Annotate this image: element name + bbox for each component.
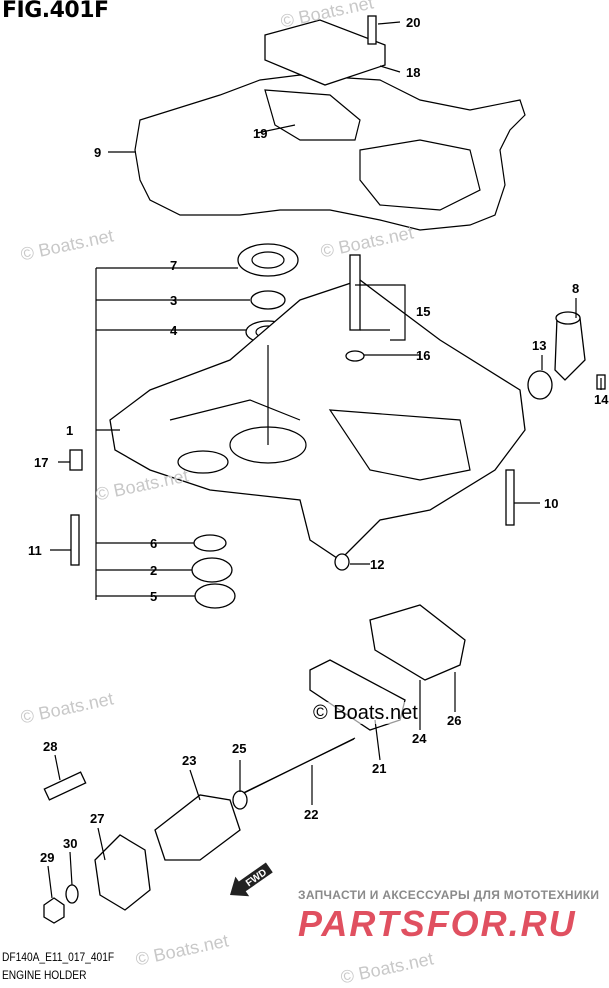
callout-11: 11: [28, 543, 42, 558]
washer-16: [345, 350, 365, 362]
bolt-20: [367, 15, 377, 45]
bolt-11: [70, 514, 80, 566]
callout-22: 22: [304, 807, 318, 822]
callout-15: 15: [416, 304, 430, 319]
holder-bore-small: [177, 450, 229, 474]
callout-28: 28: [43, 739, 57, 754]
mount-23: [154, 794, 241, 861]
bolt-10: [505, 469, 515, 526]
o-ring-13: [527, 370, 553, 400]
callout-13: 13: [532, 338, 546, 353]
callout-30: 30: [63, 836, 77, 851]
callout-19: 19: [253, 126, 267, 141]
diagram-name: ENGINE HOLDER: [2, 968, 87, 982]
gasket-inner: [264, 89, 481, 211]
washer-25: [232, 790, 248, 810]
callout-5: 5: [150, 589, 157, 604]
callout-17: 17: [34, 455, 48, 470]
callout-labels: 20 18 19 9 7 3 4 15 8 16 13 14 1 17 10 1…: [28, 15, 609, 865]
bolt-28: [43, 771, 87, 801]
figure-title: FIG.401F: [2, 0, 109, 23]
callout-16: 16: [416, 348, 430, 363]
callout-12: 12: [370, 557, 384, 572]
callout-21: 21: [372, 761, 386, 776]
callout-1: 1: [66, 423, 73, 438]
bracket-26: [369, 604, 466, 681]
diagram-code: DF140A_E11_017_401F: [2, 950, 115, 964]
seal-7: [237, 243, 299, 277]
callout-23: 23: [182, 753, 196, 768]
callout-29: 29: [40, 850, 54, 865]
ring-6: [193, 534, 227, 552]
seal-7-inner: [251, 251, 285, 269]
pin-12: [334, 553, 350, 571]
bolt-15: [349, 254, 361, 331]
callout-18: 18: [406, 65, 420, 80]
callout-7: 7: [170, 258, 177, 273]
engine-holder-1: [109, 279, 526, 561]
callout-2: 2: [150, 563, 157, 578]
promo-brand: PARTSFOR.RU: [298, 903, 577, 944]
fwd-arrow: FWD: [230, 862, 273, 897]
callout-9: 9: [94, 145, 101, 160]
nut-29: [43, 897, 65, 924]
callout-14: 14: [594, 392, 609, 407]
callout-24: 24: [412, 731, 427, 746]
pin-17: [69, 449, 83, 471]
callout-4: 4: [170, 323, 178, 338]
callout-20: 20: [406, 15, 420, 30]
leader-lines-2: [47, 21, 602, 899]
callout-26: 26: [447, 713, 461, 728]
pipe-8-top: [555, 311, 581, 325]
callout-3: 3: [170, 293, 177, 308]
washer-30: [65, 884, 79, 904]
ring-3: [250, 290, 286, 310]
callout-10: 10: [544, 496, 558, 511]
leader-lines: [95, 267, 250, 600]
bearing-5: [194, 583, 236, 609]
gasket-9: [134, 74, 526, 231]
cover-18: [264, 19, 386, 86]
holder-detail: [169, 399, 471, 481]
bearing-2: [191, 557, 233, 583]
callout-27: 27: [90, 811, 104, 826]
callout-6: 6: [150, 536, 157, 551]
fwd-arrow-shape: [230, 862, 273, 897]
holder-27: [94, 834, 151, 911]
pipe-8: [554, 317, 586, 381]
watermark-main: © Boats.net: [313, 702, 418, 724]
shaft-22-highlight: [240, 738, 355, 795]
promo-subtitle: ЗАПЧАСТИ И АКСЕССУАРЫ ДЛЯ МОТОТЕХНИКИ: [298, 888, 600, 902]
callout-25: 25: [232, 741, 246, 756]
callout-8: 8: [572, 281, 579, 296]
